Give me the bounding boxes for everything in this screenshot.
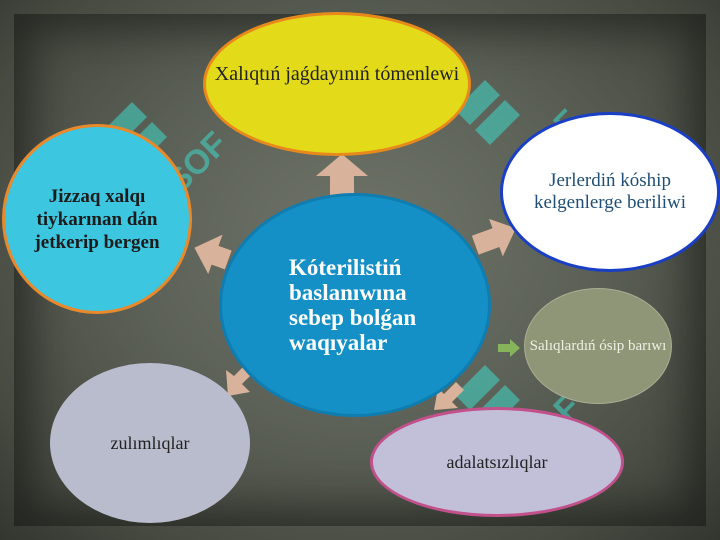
- node-tax-increase-label: Salıqlardıń ósip barıwı: [529, 337, 667, 354]
- arrow-right-small-icon: [498, 339, 520, 357]
- node-grain-supply-label: Jizzaq xalqı tiykarınan dán jetkerip ber…: [34, 185, 160, 253]
- arrow-down-right-icon: [434, 382, 464, 410]
- node-oppression-label: zulımlıqlar: [110, 432, 190, 453]
- arrow-up-icon: [316, 154, 368, 198]
- arrow-left-icon: [194, 234, 232, 275]
- node-oppression: zulımlıqlar: [50, 363, 250, 523]
- node-injustice-label: adalatsızlıqlar: [446, 451, 548, 472]
- node-living-conditions: Xalıqtıń jaǵdayınıń tómenlewi: [203, 12, 471, 156]
- central-topic-label: Kóterilistiń baslanıwına sebep bolǵan wa…: [289, 255, 417, 355]
- node-tax-increase: Salıqlardıń ósip barıwı: [524, 288, 672, 404]
- node-living-conditions-label: Xalıqtıń jaǵdayınıń tómenlewi: [214, 63, 460, 85]
- node-land-transfer: Jerlerdiń kóship kelgenlerge beriliwi: [500, 112, 720, 272]
- node-land-transfer-label: Jerlerdiń kóship kelgenlerge beriliwi: [533, 170, 687, 213]
- arrow-right-icon: [471, 218, 516, 257]
- node-grain-supply: Jizzaq xalqı tiykarınan dán jetkerip ber…: [2, 124, 192, 314]
- node-injustice: adalatsızlıqlar: [370, 407, 624, 517]
- central-topic: Kóterilistiń baslanıwına sebep bolǵan wa…: [219, 193, 491, 417]
